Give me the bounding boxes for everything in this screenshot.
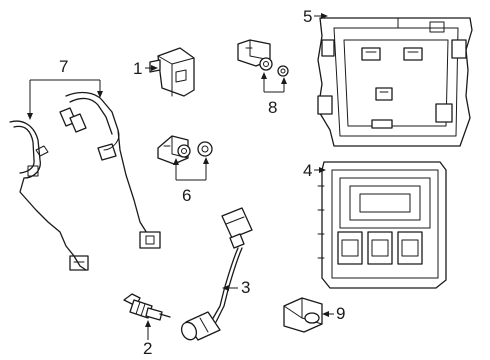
part-9-sensor xyxy=(283,297,323,333)
callout-9: 9 xyxy=(336,304,346,323)
part-7-wiring-harness xyxy=(9,91,161,271)
part-6-sensor xyxy=(157,135,213,165)
callout-2: 2 xyxy=(143,339,153,358)
part-8-sensor xyxy=(237,39,289,77)
part-4-control-module xyxy=(317,161,447,289)
part-2-spark-plug xyxy=(123,293,171,321)
callout-5: 5 xyxy=(303,7,313,26)
part-5-module-bracket xyxy=(317,17,473,147)
part-3-oxygen-sensor xyxy=(180,207,253,341)
callout-4: 4 xyxy=(303,161,313,180)
callout-7: 7 xyxy=(59,57,69,76)
callout-6: 6 xyxy=(182,186,192,205)
part-1-ignition-coil xyxy=(149,47,195,97)
callout-8: 8 xyxy=(268,98,278,117)
leader-lines xyxy=(27,13,334,340)
callout-3: 3 xyxy=(241,278,251,297)
callout-1: 1 xyxy=(133,59,143,78)
